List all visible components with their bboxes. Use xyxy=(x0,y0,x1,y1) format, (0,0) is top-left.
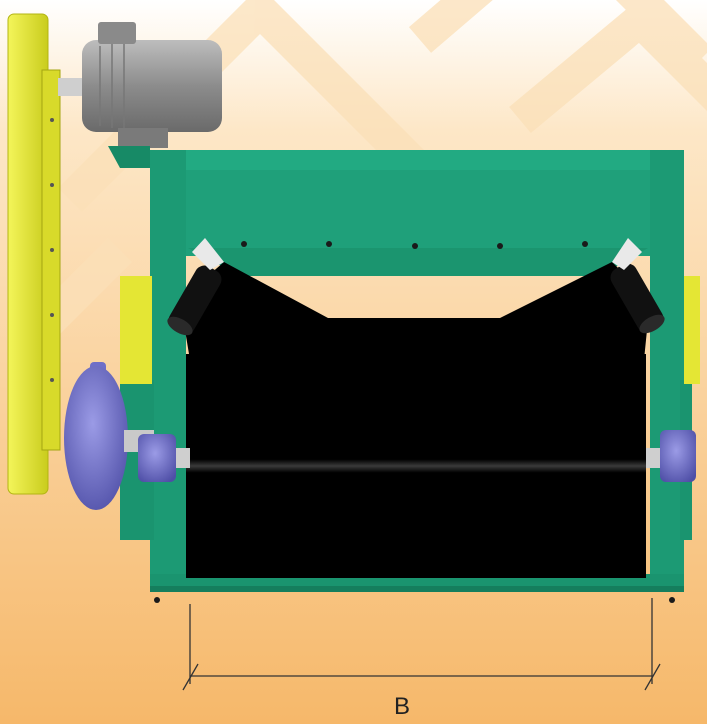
dimension-line xyxy=(182,598,661,691)
pulley-wheel-icon xyxy=(7,13,61,495)
bearing-icon xyxy=(138,430,696,482)
conveyor-belt xyxy=(180,262,650,578)
idler-roller-icon xyxy=(167,238,665,336)
motor-icon xyxy=(58,22,222,148)
dimension-label: B xyxy=(393,693,410,720)
bolt-icon xyxy=(154,241,675,603)
conveyor-frame xyxy=(108,146,700,592)
